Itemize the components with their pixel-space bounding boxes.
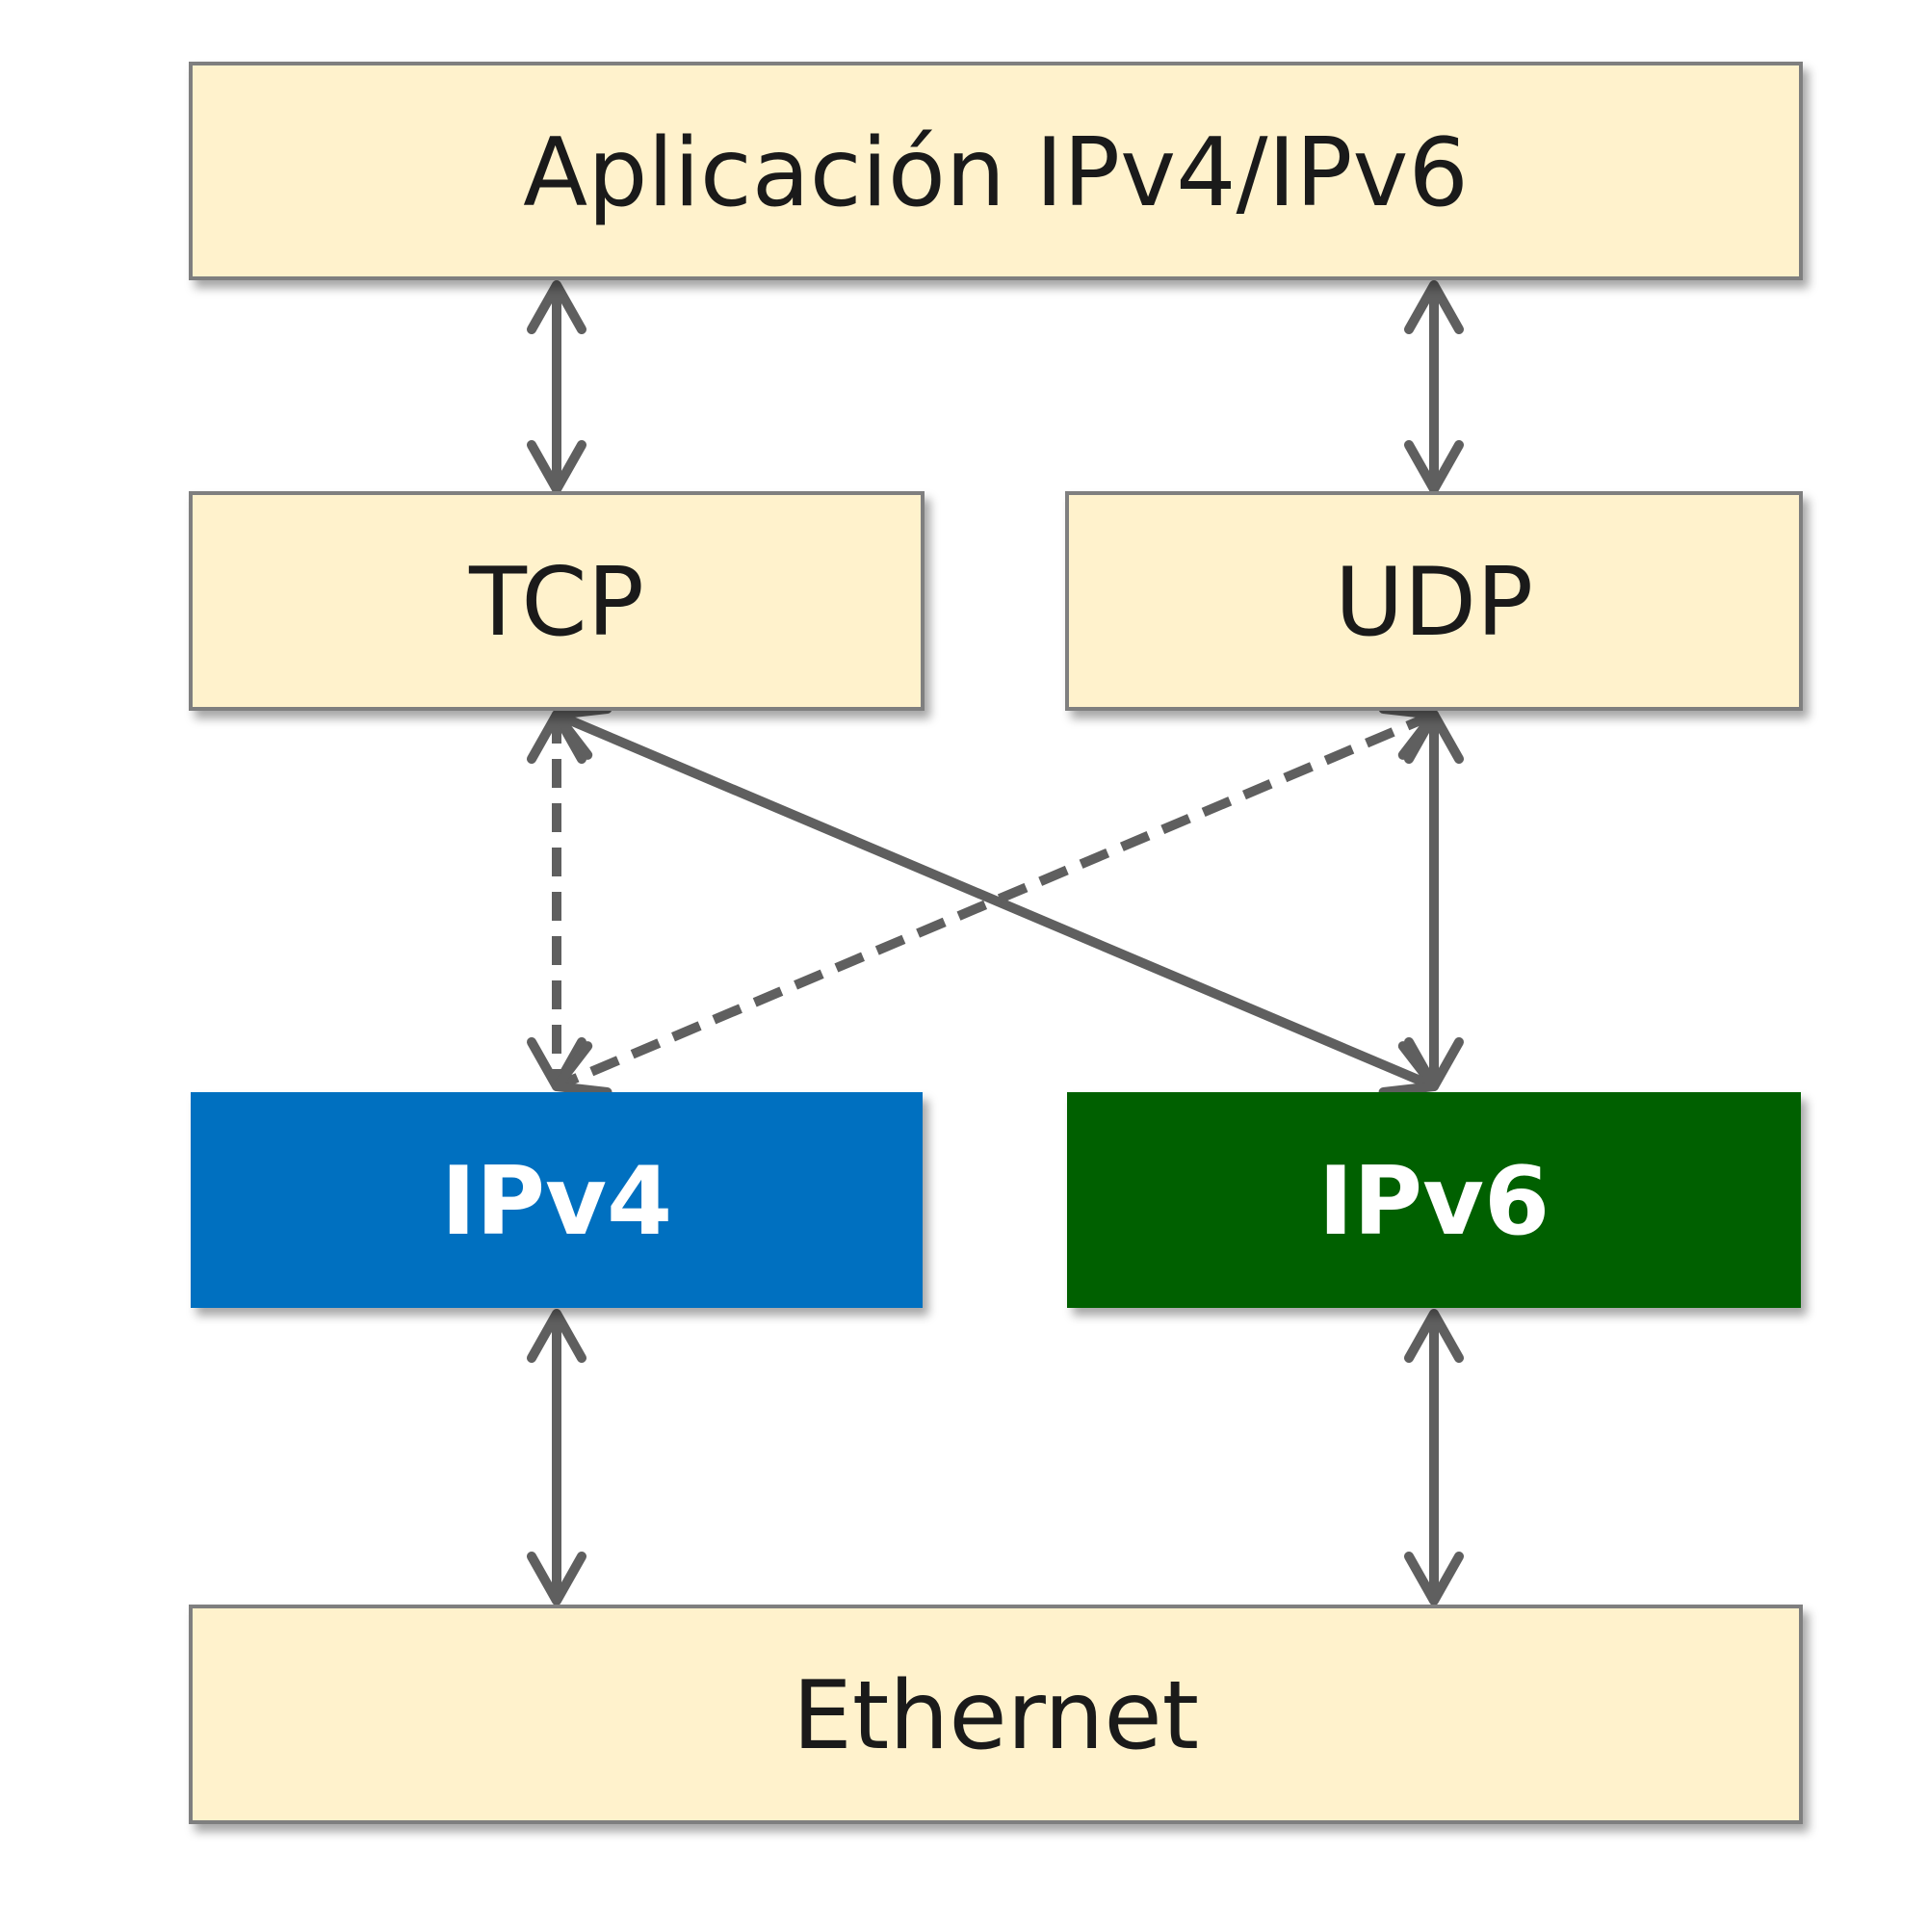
arrow-ipv4-ethernet-head-end	[527, 1552, 586, 1606]
arrow-application-tcp-head-start	[527, 280, 586, 334]
arrow-application-udp-head-end	[1404, 440, 1464, 494]
udp-layer-label: UDP	[1335, 548, 1533, 658]
udp-layer-box: UDP	[1065, 491, 1803, 711]
arrow-tcp-ipv6-head-start	[552, 704, 612, 760]
tcp-layer-label: TCP	[468, 548, 644, 658]
ethernet-layer-label: Ethernet	[793, 1661, 1199, 1771]
connection-arrows	[527, 280, 1464, 1606]
arrow-ipv6-ethernet-head-end	[1404, 1552, 1464, 1606]
ipv4-layer-box: IPv4	[191, 1092, 923, 1308]
arrow-ipv4-ethernet-head-start	[527, 1309, 586, 1363]
application-layer-box: Aplicación IPv4/IPv6	[189, 62, 1803, 280]
arrow-application-udp-head-start	[1404, 280, 1464, 334]
application-layer-label: Aplicación IPv4/IPv6	[523, 118, 1469, 228]
arrow-udp-ipv6-head-start	[1404, 710, 1464, 764]
ipv6-layer-box: IPv6	[1067, 1092, 1801, 1308]
arrow-udp-ipv6-head-end	[1404, 1037, 1464, 1091]
ipv4-layer-label: IPv4	[441, 1147, 672, 1257]
arrow-udp-ipv4-head-end	[552, 1041, 612, 1097]
ipv6-layer-label: IPv6	[1318, 1147, 1550, 1257]
arrow-udp-ipv4-line	[555, 710, 1436, 1091]
arrow-application-tcp-head-end	[527, 440, 586, 494]
ethernet-layer-box: Ethernet	[189, 1605, 1803, 1824]
tcp-layer-box: TCP	[189, 491, 925, 711]
arrow-tcp-ipv6-line	[555, 710, 1436, 1091]
arrow-ipv6-ethernet-head-start	[1404, 1309, 1464, 1363]
